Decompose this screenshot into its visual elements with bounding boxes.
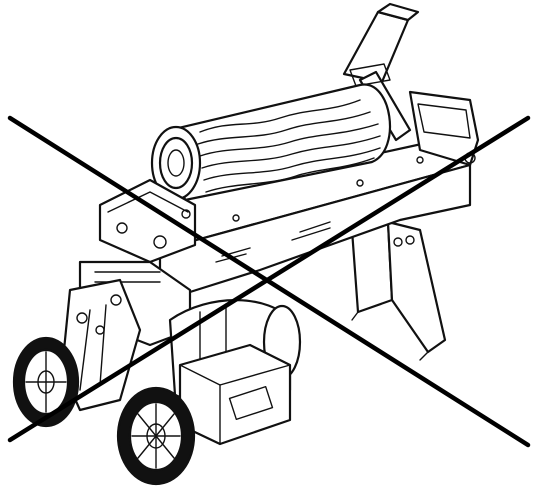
log bbox=[150, 83, 392, 202]
left-wheel bbox=[12, 336, 80, 428]
prohibition-cross bbox=[7, 115, 531, 448]
right-wheel bbox=[116, 386, 196, 486]
motor bbox=[168, 299, 302, 446]
rear-legs bbox=[350, 220, 447, 361]
